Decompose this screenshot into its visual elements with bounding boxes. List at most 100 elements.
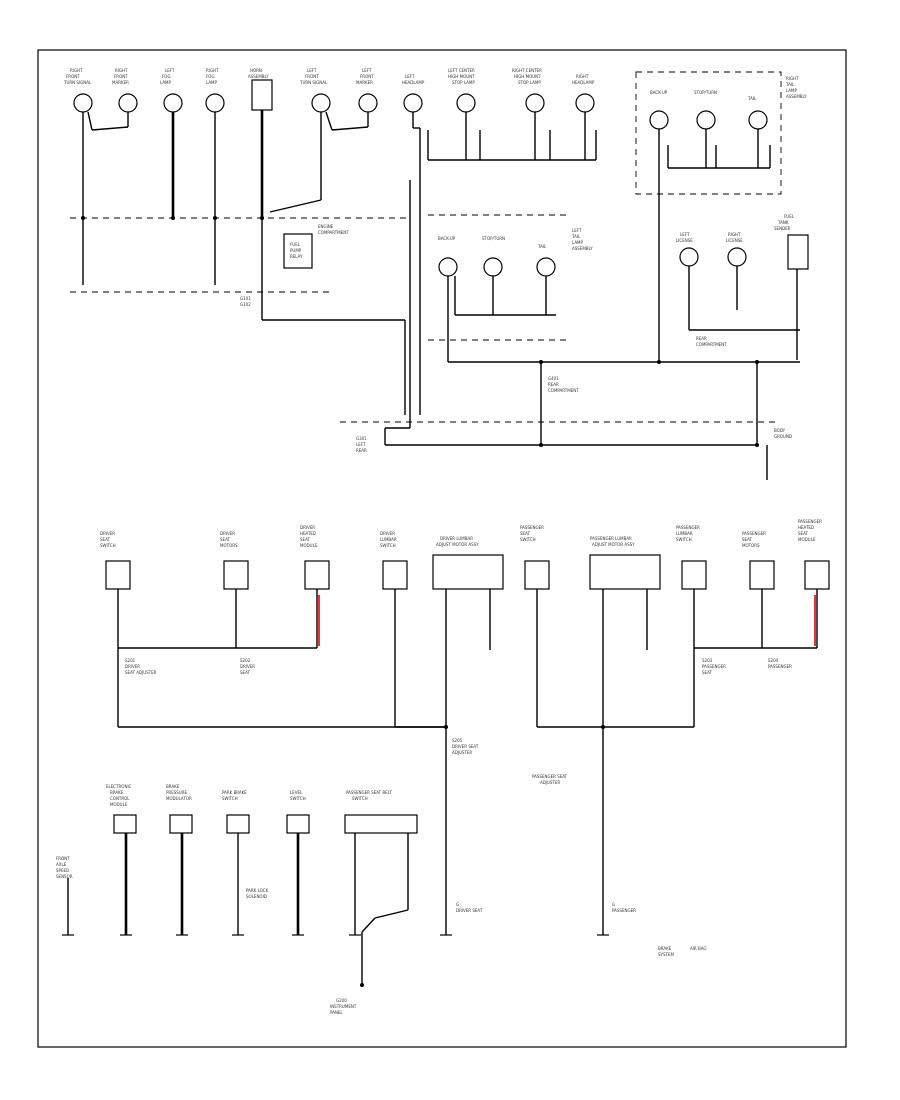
- svg-text:FUEL: FUEL: [784, 214, 795, 219]
- svg-text:REAR: REAR: [548, 382, 559, 387]
- svg-text:REAR: REAR: [356, 448, 367, 453]
- svg-text:LEFT: LEFT: [165, 68, 175, 73]
- svg-text:LEFT: LEFT: [680, 232, 690, 237]
- svg-text:LUMBAR: LUMBAR: [676, 531, 693, 536]
- svg-text:PUMP: PUMP: [290, 248, 302, 253]
- svg-text:FOG: FOG: [162, 74, 171, 79]
- svg-text:PASSENGER: PASSENGER: [702, 664, 726, 669]
- svg-text:TAIL: TAIL: [537, 244, 547, 249]
- svg-text:DRIVER: DRIVER: [380, 531, 395, 536]
- svg-text:BRAKE: BRAKE: [110, 790, 124, 795]
- svg-text:PASSENGER: PASSENGER: [742, 531, 766, 536]
- svg-text:PASSENGER: PASSENGER: [798, 519, 822, 524]
- svg-text:DRIVER: DRIVER: [240, 664, 255, 669]
- svg-text:PARK BRAKE: PARK BRAKE: [222, 790, 247, 795]
- svg-text:MARKER: MARKER: [112, 80, 129, 85]
- svg-text:FRONT: FRONT: [114, 74, 128, 79]
- svg-text:S202: S202: [240, 658, 251, 663]
- svg-text:G: G: [456, 902, 459, 907]
- svg-text:SEAT: SEAT: [742, 537, 752, 542]
- svg-text:PASSENGER SEAT: PASSENGER SEAT: [532, 774, 568, 779]
- svg-text:LUMBAR: LUMBAR: [380, 537, 397, 542]
- svg-text:SWITCH: SWITCH: [380, 543, 396, 548]
- svg-text:FRONT: FRONT: [56, 856, 70, 861]
- svg-text:SWITCH: SWITCH: [676, 537, 692, 542]
- svg-text:PASSENGER: PASSENGER: [612, 908, 636, 913]
- svg-text:BRAKE: BRAKE: [166, 784, 180, 789]
- svg-text:PASSENGER: PASSENGER: [520, 525, 544, 530]
- svg-text:DRIVER SEAT: DRIVER SEAT: [452, 744, 479, 749]
- svg-text:PARK LOCK: PARK LOCK: [246, 888, 269, 893]
- svg-text:ASSEMBLY: ASSEMBLY: [572, 246, 593, 251]
- svg-text:COMPARTMENT: COMPARTMENT: [318, 230, 349, 235]
- svg-text:SYSTEM: SYSTEM: [658, 952, 674, 957]
- svg-text:RIGHT: RIGHT: [576, 74, 589, 79]
- svg-text:PASSENGER: PASSENGER: [768, 664, 792, 669]
- svg-text:SWITCH: SWITCH: [222, 796, 238, 801]
- svg-text:SWITCH: SWITCH: [520, 537, 536, 542]
- svg-text:LEFT: LEFT: [362, 68, 372, 73]
- svg-text:STOP LAMP: STOP LAMP: [452, 80, 475, 85]
- svg-text:BACK-UP: BACK-UP: [650, 90, 668, 95]
- svg-text:LEFT: LEFT: [356, 442, 366, 447]
- svg-text:RIGHT: RIGHT: [206, 68, 219, 73]
- svg-text:PANEL: PANEL: [330, 1010, 343, 1015]
- svg-text:G200: G200: [336, 998, 347, 1003]
- svg-text:AXLE: AXLE: [56, 862, 67, 867]
- svg-text:SEAT: SEAT: [220, 537, 230, 542]
- svg-text:STOP/TURN: STOP/TURN: [694, 90, 717, 95]
- svg-text:TANK: TANK: [777, 220, 789, 225]
- svg-text:PASSENGER: PASSENGER: [676, 525, 700, 530]
- svg-text:FRONT: FRONT: [305, 74, 319, 79]
- svg-text:SWITCH: SWITCH: [352, 796, 368, 801]
- svg-text:PRESSURE: PRESSURE: [166, 790, 188, 795]
- svg-text:G401: G401: [548, 376, 559, 381]
- svg-text:SEAT: SEAT: [520, 531, 530, 536]
- svg-text:PASSENGER LUMBAR: PASSENGER LUMBAR: [590, 536, 632, 541]
- svg-text:SEAT: SEAT: [798, 531, 808, 536]
- svg-text:DRIVER: DRIVER: [300, 525, 315, 530]
- svg-text:TURN SIGNAL: TURN SIGNAL: [299, 80, 328, 85]
- svg-text:MODULE: MODULE: [798, 537, 816, 542]
- svg-text:MARKER: MARKER: [356, 80, 373, 85]
- svg-text:DRIVER LUMBAR: DRIVER LUMBAR: [440, 536, 473, 541]
- svg-text:SEAT: SEAT: [300, 537, 310, 542]
- svg-text:HEATED: HEATED: [300, 531, 316, 536]
- svg-text:HORN: HORN: [250, 68, 262, 73]
- svg-text:SWITCH: SWITCH: [290, 796, 306, 801]
- svg-text:DRIVER: DRIVER: [100, 531, 115, 536]
- svg-text:LEFT: LEFT: [572, 228, 582, 233]
- svg-text:RELAY: RELAY: [290, 254, 303, 259]
- svg-text:G102: G102: [240, 302, 251, 307]
- svg-text:ADJUSTER: ADJUSTER: [540, 780, 560, 785]
- svg-text:SPEED: SPEED: [56, 868, 69, 873]
- svg-text:LAMP: LAMP: [786, 88, 798, 93]
- svg-text:DRIVER: DRIVER: [125, 664, 140, 669]
- svg-text:FRONT: FRONT: [66, 74, 80, 79]
- svg-text:ADJUST MOTOR ASSY: ADJUST MOTOR ASSY: [592, 542, 635, 547]
- svg-text:TAIL: TAIL: [785, 82, 795, 87]
- svg-text:G101: G101: [240, 296, 251, 301]
- svg-text:RIGHT: RIGHT: [70, 68, 83, 73]
- svg-text:BRAKE: BRAKE: [658, 946, 672, 951]
- svg-text:DRIVER SEAT: DRIVER SEAT: [456, 908, 483, 913]
- svg-text:SEAT: SEAT: [240, 670, 250, 675]
- svg-text:RIGHT: RIGHT: [786, 76, 799, 81]
- svg-text:COMPARTMENT: COMPARTMENT: [696, 342, 727, 347]
- svg-text:FOG: FOG: [206, 74, 215, 79]
- svg-text:LEFT CENTER: LEFT CENTER: [448, 68, 475, 73]
- svg-text:DRIVER: DRIVER: [220, 531, 235, 536]
- svg-text:MODULE: MODULE: [110, 802, 128, 807]
- svg-text:G301: G301: [356, 436, 367, 441]
- svg-text:G: G: [612, 902, 615, 907]
- svg-text:SOLENOID: SOLENOID: [246, 894, 267, 899]
- svg-text:RIGHT: RIGHT: [728, 232, 741, 237]
- svg-text:SEAT: SEAT: [100, 537, 110, 542]
